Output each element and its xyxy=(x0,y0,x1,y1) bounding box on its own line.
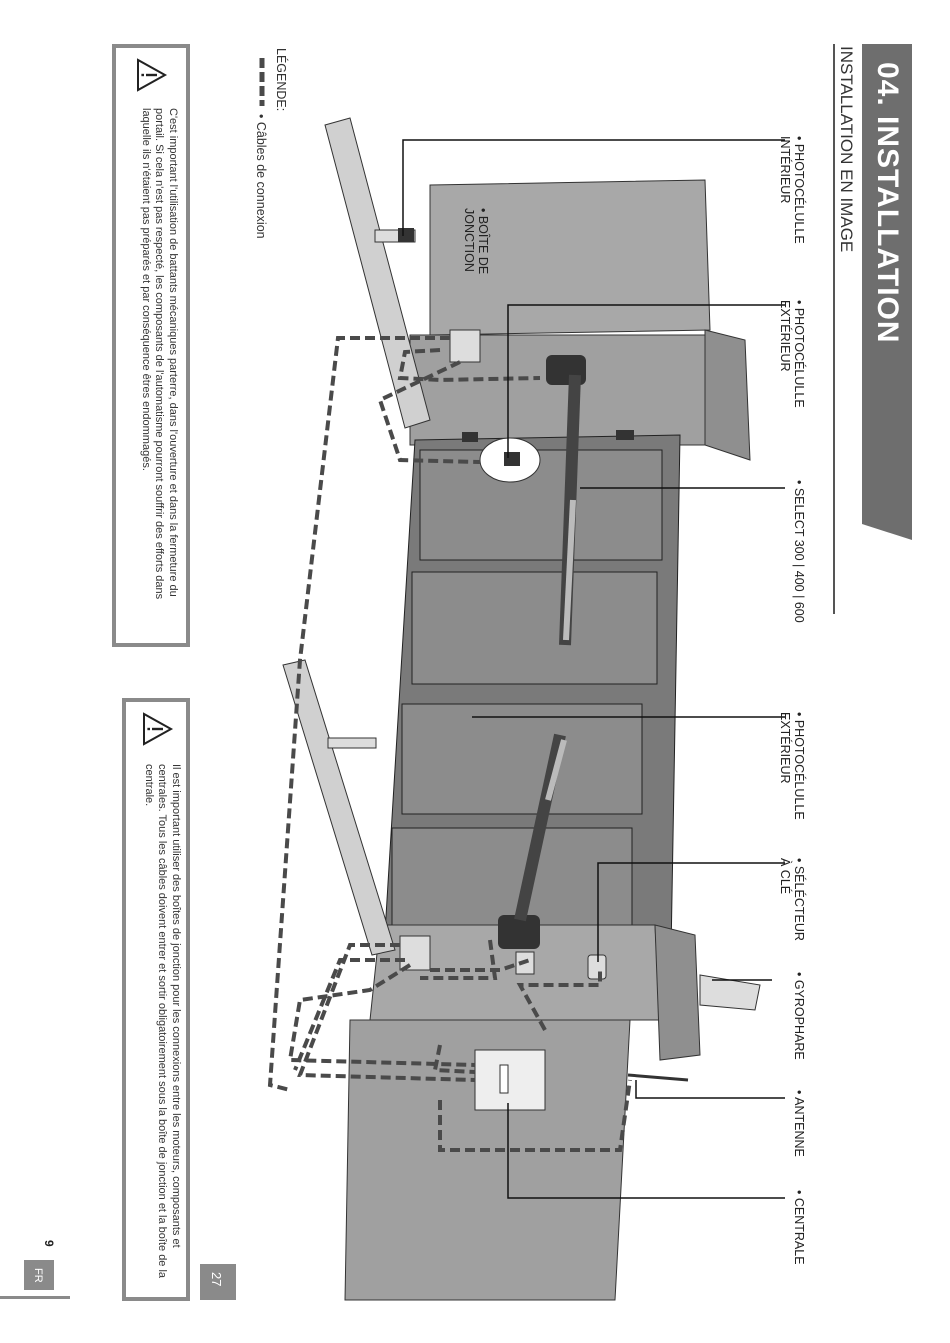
callout-text: EXTÉRIEUR xyxy=(778,712,792,784)
motor-bottom xyxy=(498,733,567,975)
callout-antenna: • ANTENNE xyxy=(792,1090,806,1157)
footer-rule xyxy=(0,1296,70,1299)
callout-control-unit: • CENTRALE xyxy=(792,1190,806,1265)
subtitle-underline xyxy=(833,44,835,614)
callout-text: INTÉRIEUR xyxy=(778,136,792,204)
gate xyxy=(379,430,681,1016)
callout-text: • PHOTOCÉLULLE xyxy=(792,300,806,408)
language-code: FR xyxy=(32,1268,44,1283)
warning-text-2: Il est important utiliser des boîtes de … xyxy=(143,764,182,1279)
callout-text: À CLÉ xyxy=(778,858,792,895)
callout-text: • PHOTOCÉLULLE xyxy=(792,712,806,820)
side-page-number: 9 xyxy=(42,1240,56,1247)
callout-select: • SELECT 300 | 400 | 600 xyxy=(792,480,806,623)
flashing-light xyxy=(699,974,761,1011)
post-bottom xyxy=(282,659,396,956)
key-selector xyxy=(587,954,607,980)
section-header-tab xyxy=(862,44,912,540)
callout-junction-box: • BOÎTE DE JONCTION xyxy=(462,208,490,274)
cables xyxy=(267,336,632,1152)
post-top xyxy=(324,117,431,429)
antenna xyxy=(627,1073,689,1082)
callout-text: • SÉLÉCTEUR xyxy=(792,858,806,941)
callout-photocell-interior: • PHOTOCÉLULLE INTÉRIEUR xyxy=(778,136,806,244)
wall-top xyxy=(409,179,751,461)
warning-box-2: Il est important utiliser des boîtes de … xyxy=(122,698,190,1301)
wall-bottom xyxy=(344,924,701,1301)
callout-text: JONCTION xyxy=(462,208,476,272)
callout-text: • BOÎTE DE xyxy=(476,208,490,275)
warning-icon xyxy=(143,712,174,746)
page-number-box: 27 xyxy=(200,1264,236,1300)
page-number: 27 xyxy=(209,1272,224,1287)
junction-box-top xyxy=(449,329,481,363)
callout-key-selector: • SÉLÉCTEUR À CLÉ xyxy=(778,858,806,941)
motor-top xyxy=(546,355,586,646)
warning-text-1: C'est important l'utilisation de battant… xyxy=(140,108,179,600)
callout-text: • PHOTOCÉLULLE xyxy=(792,136,806,244)
warning-box-1: C'est important l'utilisation de battant… xyxy=(112,44,190,647)
language-tab: FR xyxy=(24,1260,54,1290)
callout-photocell-exterior-2: • PHOTOCÉLULLE EXTÉRIEUR xyxy=(778,712,806,820)
callout-photocell-exterior-1: • PHOTOCÉLULLE EXTÉRIEUR xyxy=(778,300,806,408)
legend-title: LÉGENDE: xyxy=(274,48,288,112)
warning-icon xyxy=(137,58,168,92)
junction-box-bottom xyxy=(399,935,431,971)
callout-text: EXTÉRIEUR xyxy=(778,300,792,372)
control-unit xyxy=(474,1049,546,1111)
callout-flashing-light: • GYROPHARE xyxy=(792,972,806,1060)
callout-leaders xyxy=(402,139,785,1199)
legend-item: • Câbles de connexion xyxy=(254,114,268,239)
